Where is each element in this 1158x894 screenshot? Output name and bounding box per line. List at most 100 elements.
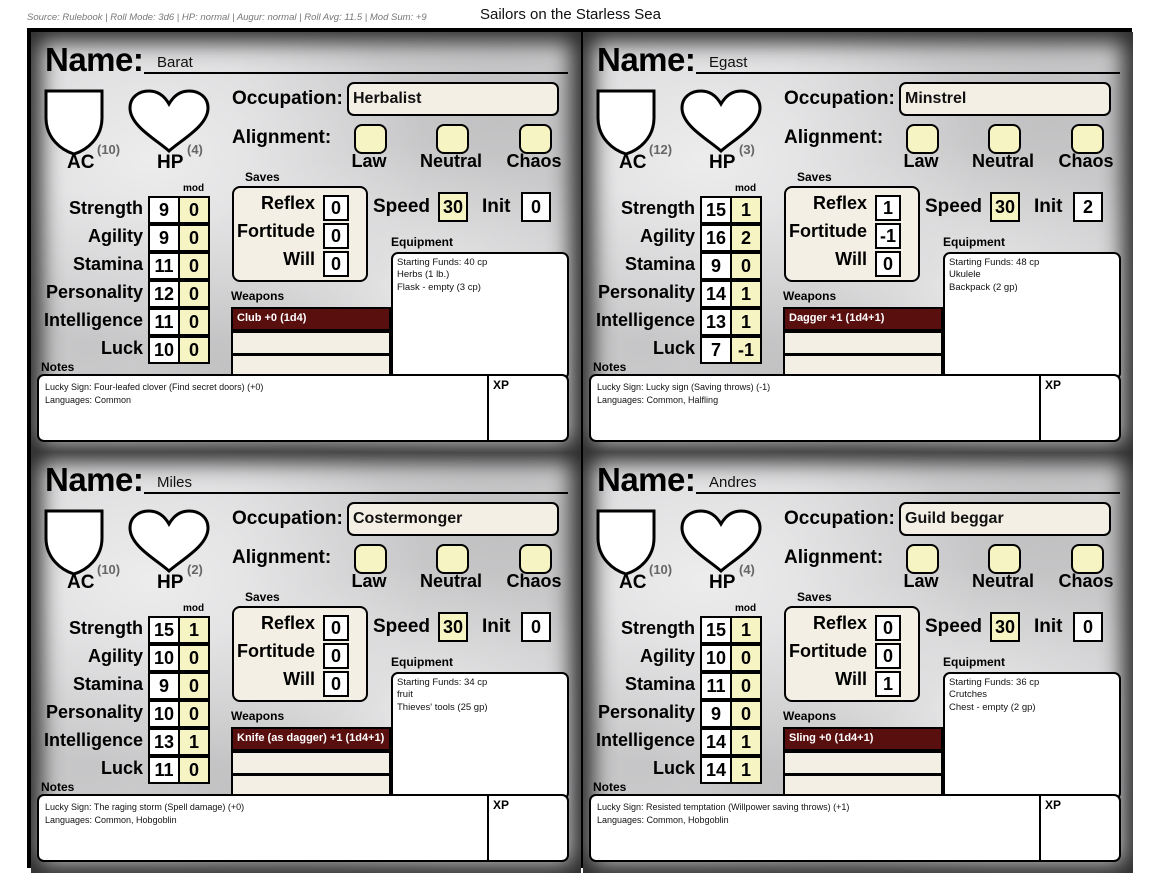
alignment-chaos-checkbox[interactable] [1071,544,1104,574]
occupation-field[interactable] [899,82,1111,116]
agility-score[interactable]: 10 [148,644,180,672]
fortitude-value[interactable]: 0 [875,643,901,669]
stamina-score[interactable]: 9 [700,252,732,280]
equipment-box[interactable] [391,672,569,800]
personality-mod[interactable]: 0 [178,280,210,308]
stamina-score[interactable]: 11 [148,252,180,280]
intelligence-score[interactable]: 13 [148,728,180,756]
luck-score[interactable]: 14 [700,756,732,784]
strength-mod[interactable]: 1 [730,196,762,224]
reflex-value[interactable]: 0 [323,615,349,641]
strength-mod[interactable]: 1 [178,616,210,644]
occupation-field[interactable] [347,82,559,116]
strength-score[interactable]: 9 [148,196,180,224]
alignment-neutral-checkbox[interactable] [988,544,1021,574]
agility-mod[interactable]: 0 [730,644,762,672]
weapon-slot-2[interactable] [231,331,391,355]
weapon-slot-1[interactable] [783,307,943,331]
stamina-mod[interactable]: 0 [730,672,762,700]
weapon-slot-1[interactable] [231,727,391,751]
will-value[interactable]: 1 [875,671,901,697]
alignment-law-checkbox[interactable] [354,544,387,574]
stamina-score[interactable]: 11 [700,672,732,700]
personality-score[interactable]: 9 [700,700,732,728]
fortitude-value[interactable]: -1 [875,223,901,249]
weapon-slot-1[interactable] [783,727,943,751]
speed-value[interactable]: 30 [438,192,468,222]
will-value[interactable]: 0 [323,251,349,277]
alignment-law-checkbox[interactable] [906,124,939,154]
equipment-box[interactable] [943,252,1121,380]
alignment-neutral-checkbox[interactable] [988,124,1021,154]
agility-mod[interactable]: 2 [730,224,762,252]
intelligence-score[interactable]: 13 [700,308,732,336]
fortitude-value[interactable]: 0 [323,643,349,669]
init-value[interactable]: 0 [1073,612,1103,642]
agility-score[interactable]: 10 [700,644,732,672]
agility-mod[interactable]: 0 [178,224,210,252]
weapon-slot-1[interactable] [231,307,391,331]
stamina-mod[interactable]: 0 [730,252,762,280]
init-value[interactable]: 2 [1073,192,1103,222]
stamina-mod[interactable]: 0 [178,252,210,280]
alignment-chaos-checkbox[interactable] [519,544,552,574]
init-value[interactable]: 0 [521,192,551,222]
init-value[interactable]: 0 [521,612,551,642]
alignment-law-checkbox[interactable] [906,544,939,574]
luck-mod[interactable]: 1 [730,756,762,784]
luck-mod[interactable]: -1 [730,336,762,364]
intelligence-score[interactable]: 11 [148,308,180,336]
luck-score[interactable]: 11 [148,756,180,784]
alignment-law-checkbox[interactable] [354,124,387,154]
stamina-mod[interactable]: 0 [178,672,210,700]
reflex-value[interactable]: 0 [323,195,349,221]
agility-mod[interactable]: 0 [178,644,210,672]
personality-score[interactable]: 14 [700,280,732,308]
alignment-chaos-checkbox[interactable] [1071,124,1104,154]
personality-mod[interactable]: 1 [730,280,762,308]
strength-mod[interactable]: 0 [178,196,210,224]
reflex-value[interactable]: 1 [875,195,901,221]
strength-score[interactable]: 15 [148,616,180,644]
intelligence-score[interactable]: 14 [700,728,732,756]
equipment-box[interactable] [943,672,1121,800]
intelligence-mod[interactable]: 1 [730,308,762,336]
weapon-slot-2[interactable] [231,751,391,775]
alignment-neutral-checkbox[interactable] [436,544,469,574]
personality-score[interactable]: 10 [148,700,180,728]
speed-value[interactable]: 30 [990,612,1020,642]
alignment-chaos-checkbox[interactable] [519,124,552,154]
notes-box[interactable] [37,374,569,442]
agility-score[interactable]: 16 [700,224,732,252]
notes-box[interactable] [589,794,1121,862]
stamina-score[interactable]: 9 [148,672,180,700]
strength-score[interactable]: 15 [700,196,732,224]
intelligence-mod[interactable]: 1 [178,728,210,756]
speed-value[interactable]: 30 [990,192,1020,222]
luck-score[interactable]: 10 [148,336,180,364]
strength-mod[interactable]: 1 [730,616,762,644]
intelligence-mod[interactable]: 0 [178,308,210,336]
personality-mod[interactable]: 0 [178,700,210,728]
luck-mod[interactable]: 0 [178,336,210,364]
weapon-slot-2[interactable] [783,331,943,355]
speed-value[interactable]: 30 [438,612,468,642]
fortitude-value[interactable]: 0 [323,223,349,249]
luck-score[interactable]: 7 [700,336,732,364]
alignment-neutral-checkbox[interactable] [436,124,469,154]
intelligence-mod[interactable]: 1 [730,728,762,756]
notes-box[interactable] [37,794,569,862]
notes-box[interactable] [589,374,1121,442]
personality-score[interactable]: 12 [148,280,180,308]
strength-score[interactable]: 15 [700,616,732,644]
occupation-field[interactable] [347,502,559,536]
source-info: Source: Rulebook | Roll Mode: 3d6 | HP: … [27,12,427,23]
personality-mod[interactable]: 0 [730,700,762,728]
luck-mod[interactable]: 0 [178,756,210,784]
weapon-slot-2[interactable] [783,751,943,775]
agility-score[interactable]: 9 [148,224,180,252]
reflex-value[interactable]: 0 [875,615,901,641]
occupation-field[interactable] [899,502,1111,536]
will-value[interactable]: 0 [323,671,349,697]
will-value[interactable]: 0 [875,251,901,277]
